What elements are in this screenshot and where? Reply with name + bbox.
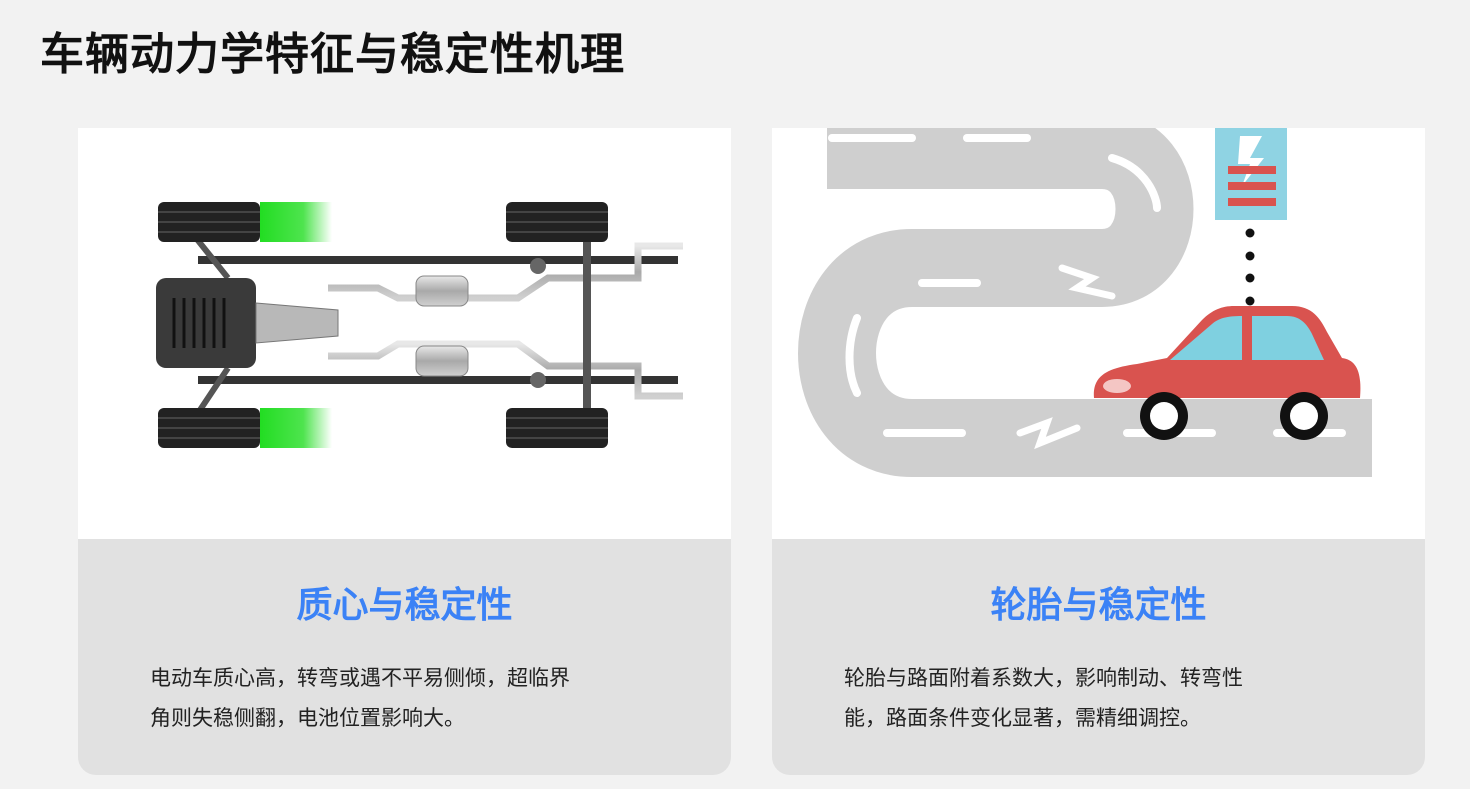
engine-ribs bbox=[172, 298, 226, 348]
card-heading: 轮胎与稳定性 bbox=[990, 585, 1207, 626]
rear-right-tire bbox=[506, 408, 608, 448]
card-description: 轮胎与路面附着系数大，影响制动、转弯性 能，路面条件变化显著，需精细调控。 bbox=[844, 658, 1364, 738]
tire-stability-card: 轮胎与稳定性 轮胎与路面附着系数大，影响制动、转弯性 能，路面条件变化显著，需精… bbox=[772, 128, 1425, 775]
rear-left-tire bbox=[506, 202, 608, 242]
red-car-icon bbox=[1093, 306, 1361, 440]
muffler-top bbox=[415, 275, 469, 307]
signal-post-icon bbox=[1215, 128, 1287, 306]
card-heading: 质心与稳定性 bbox=[296, 585, 513, 626]
chassis-illustration bbox=[156, 202, 683, 448]
rear-shock-bottom bbox=[530, 372, 546, 388]
skid-mark-upper bbox=[1058, 264, 1116, 300]
description-line: 电动车质心高，转弯或遇不平易侧倾，超临界 bbox=[150, 666, 570, 690]
chassis-image bbox=[78, 128, 731, 539]
frame-rail-top bbox=[198, 256, 678, 264]
center-of-mass-card: 质心与稳定性 电动车质心高，转弯或遇不平易侧倾，超临界 角则失稳侧翻，电池位置影… bbox=[78, 128, 731, 775]
description-line: 轮胎与路面附着系数大，影响制动、转弯性 bbox=[844, 666, 1243, 690]
transmission bbox=[255, 302, 339, 344]
rear-axle bbox=[583, 238, 591, 418]
rear-shock-top bbox=[530, 258, 546, 274]
frame-rail-bottom bbox=[198, 376, 678, 384]
exhaust-pipe-top bbox=[328, 242, 683, 302]
road-image bbox=[772, 128, 1425, 539]
road-illustration bbox=[798, 128, 1372, 477]
front-left-tire bbox=[158, 202, 332, 242]
engine-block bbox=[156, 278, 256, 368]
description-line: 能，路面条件变化显著，需精细调控。 bbox=[844, 706, 1201, 730]
card-description: 电动车质心高，转弯或遇不平易侧倾，超临界 角则失稳侧翻，电池位置影响大。 bbox=[150, 658, 670, 738]
exhaust-pipe-bottom bbox=[328, 340, 683, 400]
muffler-bottom bbox=[415, 345, 469, 377]
skid-mark-lower bbox=[1016, 417, 1081, 450]
page-title: 车辆动力学特征与稳定性机理 bbox=[40, 29, 625, 80]
front-right-tire bbox=[158, 408, 332, 448]
description-line: 角则失稳侧翻，电池位置影响大。 bbox=[150, 706, 465, 730]
road-dashes bbox=[828, 134, 1346, 437]
